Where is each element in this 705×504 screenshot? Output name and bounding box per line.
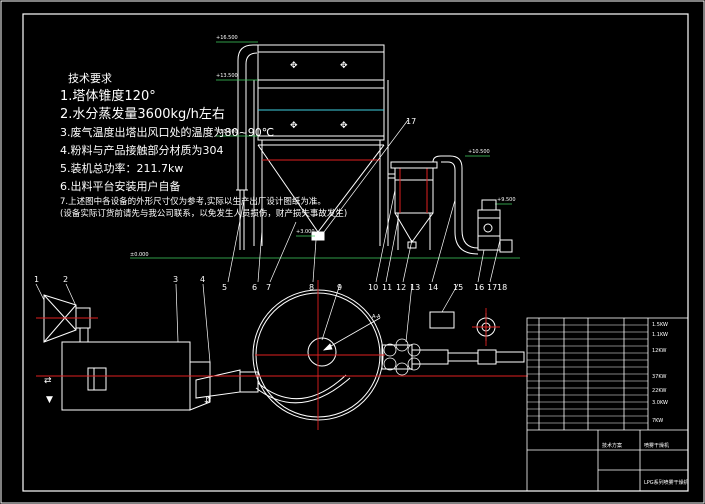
svg-text:✥: ✥ [340, 121, 348, 131]
svg-text:✥: ✥ [290, 121, 298, 131]
note-item-3: 3.废气温度出塔出风口处的温度为80~90℃ [60, 126, 275, 139]
svg-text:22KW: 22KW [652, 388, 666, 394]
note-item-5: 5.装机总功率：211.7kw [60, 162, 184, 175]
bom-rows [527, 324, 648, 424]
svg-text:15: 15 [453, 283, 463, 292]
svg-text:37KW: 37KW [652, 374, 666, 380]
note-item-4: 4.粉料与产品接触部分材质为304 [60, 144, 224, 157]
svg-text:⇵: ⇵ [204, 396, 212, 406]
bom-table [526, 317, 689, 492]
svg-text:12: 12 [396, 283, 406, 292]
svg-text:LPG系列喷雾干燥机: LPG系列喷雾干燥机 [644, 479, 689, 486]
atomiser-heads [383, 338, 421, 376]
note-item-6: 6.出料平台安装用户自备 [60, 180, 181, 193]
svg-text:14: 14 [428, 283, 438, 292]
svg-text:17: 17 [487, 283, 497, 292]
svg-text:+9.500: +9.500 [497, 197, 516, 203]
svg-text:3: 3 [173, 275, 178, 284]
svg-text:+3.000: +3.000 [296, 229, 315, 235]
atomiser-pointer [322, 317, 381, 351]
technical-notes: 技术要求 1.塔体锥度120° 2.水分蒸发量3600kg/h左右 3.废气温度… [60, 70, 347, 220]
svg-text:喷雾干燥机: 喷雾干燥机 [644, 442, 669, 449]
svg-text:9: 9 [337, 283, 342, 292]
svg-text:+11.500: +11.500 [216, 129, 238, 135]
svg-text:✥: ✥ [290, 61, 298, 71]
plan-arrows: ⇄ ⇵ ▼ [44, 376, 212, 406]
note-item-8: (设备实际订货前请先与我公司联系，以免发生人员损伤，财产损失事故发生) [60, 209, 348, 219]
svg-text:8: 8 [309, 283, 314, 292]
svg-text:6: 6 [252, 283, 257, 292]
bottom-callouts: 5 6 7 8 9 10 11 12 13 14 15 16 17 18 17 … [222, 117, 507, 320]
sheet-inner-frame [22, 13, 689, 492]
svg-text:+10.500: +10.500 [468, 149, 490, 155]
svg-text:10: 10 [368, 283, 378, 292]
svg-text:12KW: 12KW [652, 348, 666, 354]
svg-text:11: 11 [382, 283, 392, 292]
svg-text:技术方案: 技术方案 [602, 442, 622, 449]
svg-text:16: 16 [474, 283, 484, 292]
notes-heading: 技术要求 [68, 72, 112, 85]
bom-text: 技术方案 喷雾干燥机 LPG系列喷雾干燥机 1.5KW 1.1KW 12KW 3… [602, 322, 689, 486]
svg-text:+16.500: +16.500 [216, 35, 238, 41]
tower-elevation [236, 44, 389, 250]
svg-text:4: 4 [200, 275, 205, 284]
svg-text:1.1KW: 1.1KW [652, 332, 668, 338]
svg-text:±0.000: ±0.000 [130, 252, 149, 258]
plan-centerlines [36, 280, 528, 430]
svg-text:18: 18 [497, 283, 507, 292]
note-item-1: 1.塔体锥度120° [60, 89, 156, 104]
cyclone-separator [388, 155, 479, 255]
svg-text:✥: ✥ [340, 61, 348, 71]
top-callouts: 1 2 3 4 [34, 275, 459, 363]
svg-text:⇄: ⇄ [44, 376, 52, 386]
note-item-2: 2.水分蒸发量3600kg/h左右 [60, 107, 225, 122]
tower-flow-markers: ✥ ✥ ✥ ✥ [290, 61, 348, 131]
svg-text:5: 5 [222, 283, 227, 292]
svg-text:+13.500: +13.500 [216, 73, 238, 79]
note-item-7: 7.上述图中各设备的外形尺寸仅为参考,实际以生产出厂设计图纸为准。 [60, 197, 326, 207]
svg-text:1.5KW: 1.5KW [652, 322, 668, 328]
svg-text:7KW: 7KW [652, 418, 663, 424]
svg-text:13: 13 [410, 283, 420, 292]
svg-text:▼: ▼ [46, 395, 53, 405]
svg-text:2: 2 [63, 275, 68, 284]
svg-text:1: 1 [34, 275, 39, 284]
svg-text:A-A: A-A [372, 314, 381, 320]
exhaust-scrubber [477, 199, 513, 253]
elevation-labels: +16.500 +13.500 +11.500 ±0.000 +3.000 +1… [130, 35, 516, 258]
svg-text:7: 7 [266, 283, 271, 292]
svg-text:17: 17 [406, 117, 416, 126]
elevation-leaders [130, 41, 520, 259]
svg-text:3.0KW: 3.0KW [652, 400, 668, 406]
callout-leaders [227, 119, 501, 283]
